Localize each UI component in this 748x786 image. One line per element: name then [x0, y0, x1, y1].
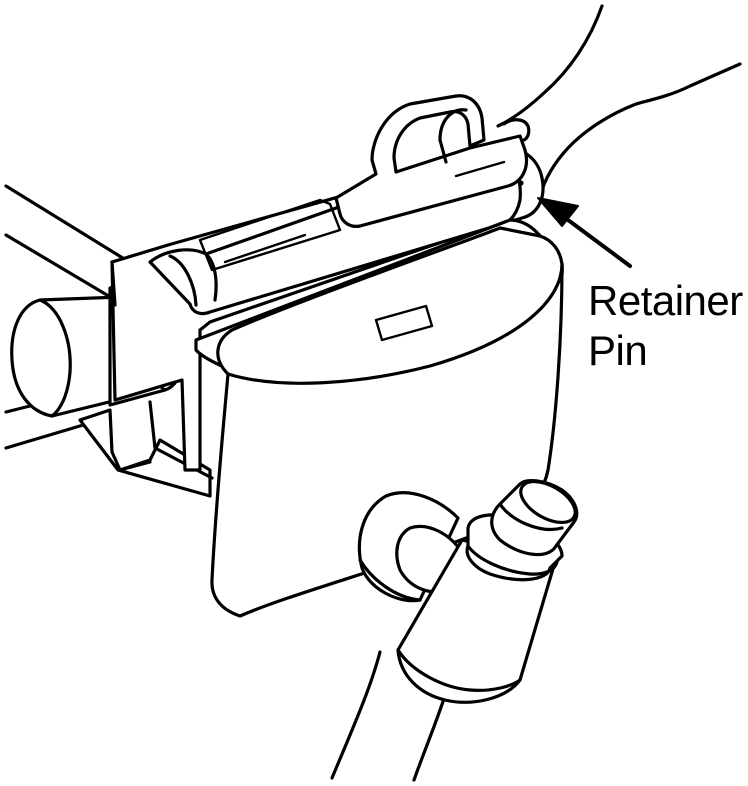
upper-handle-frame [496, 4, 742, 198]
retainer-pin [518, 180, 524, 186]
label-line-1: Retainer [588, 277, 743, 324]
retainer-pin-label: Retainer Pin [588, 276, 743, 376]
label-line-2: Pin [588, 327, 648, 374]
callout-arrow [537, 197, 632, 268]
latch-lever [334, 94, 531, 228]
lower-hose [330, 479, 579, 782]
